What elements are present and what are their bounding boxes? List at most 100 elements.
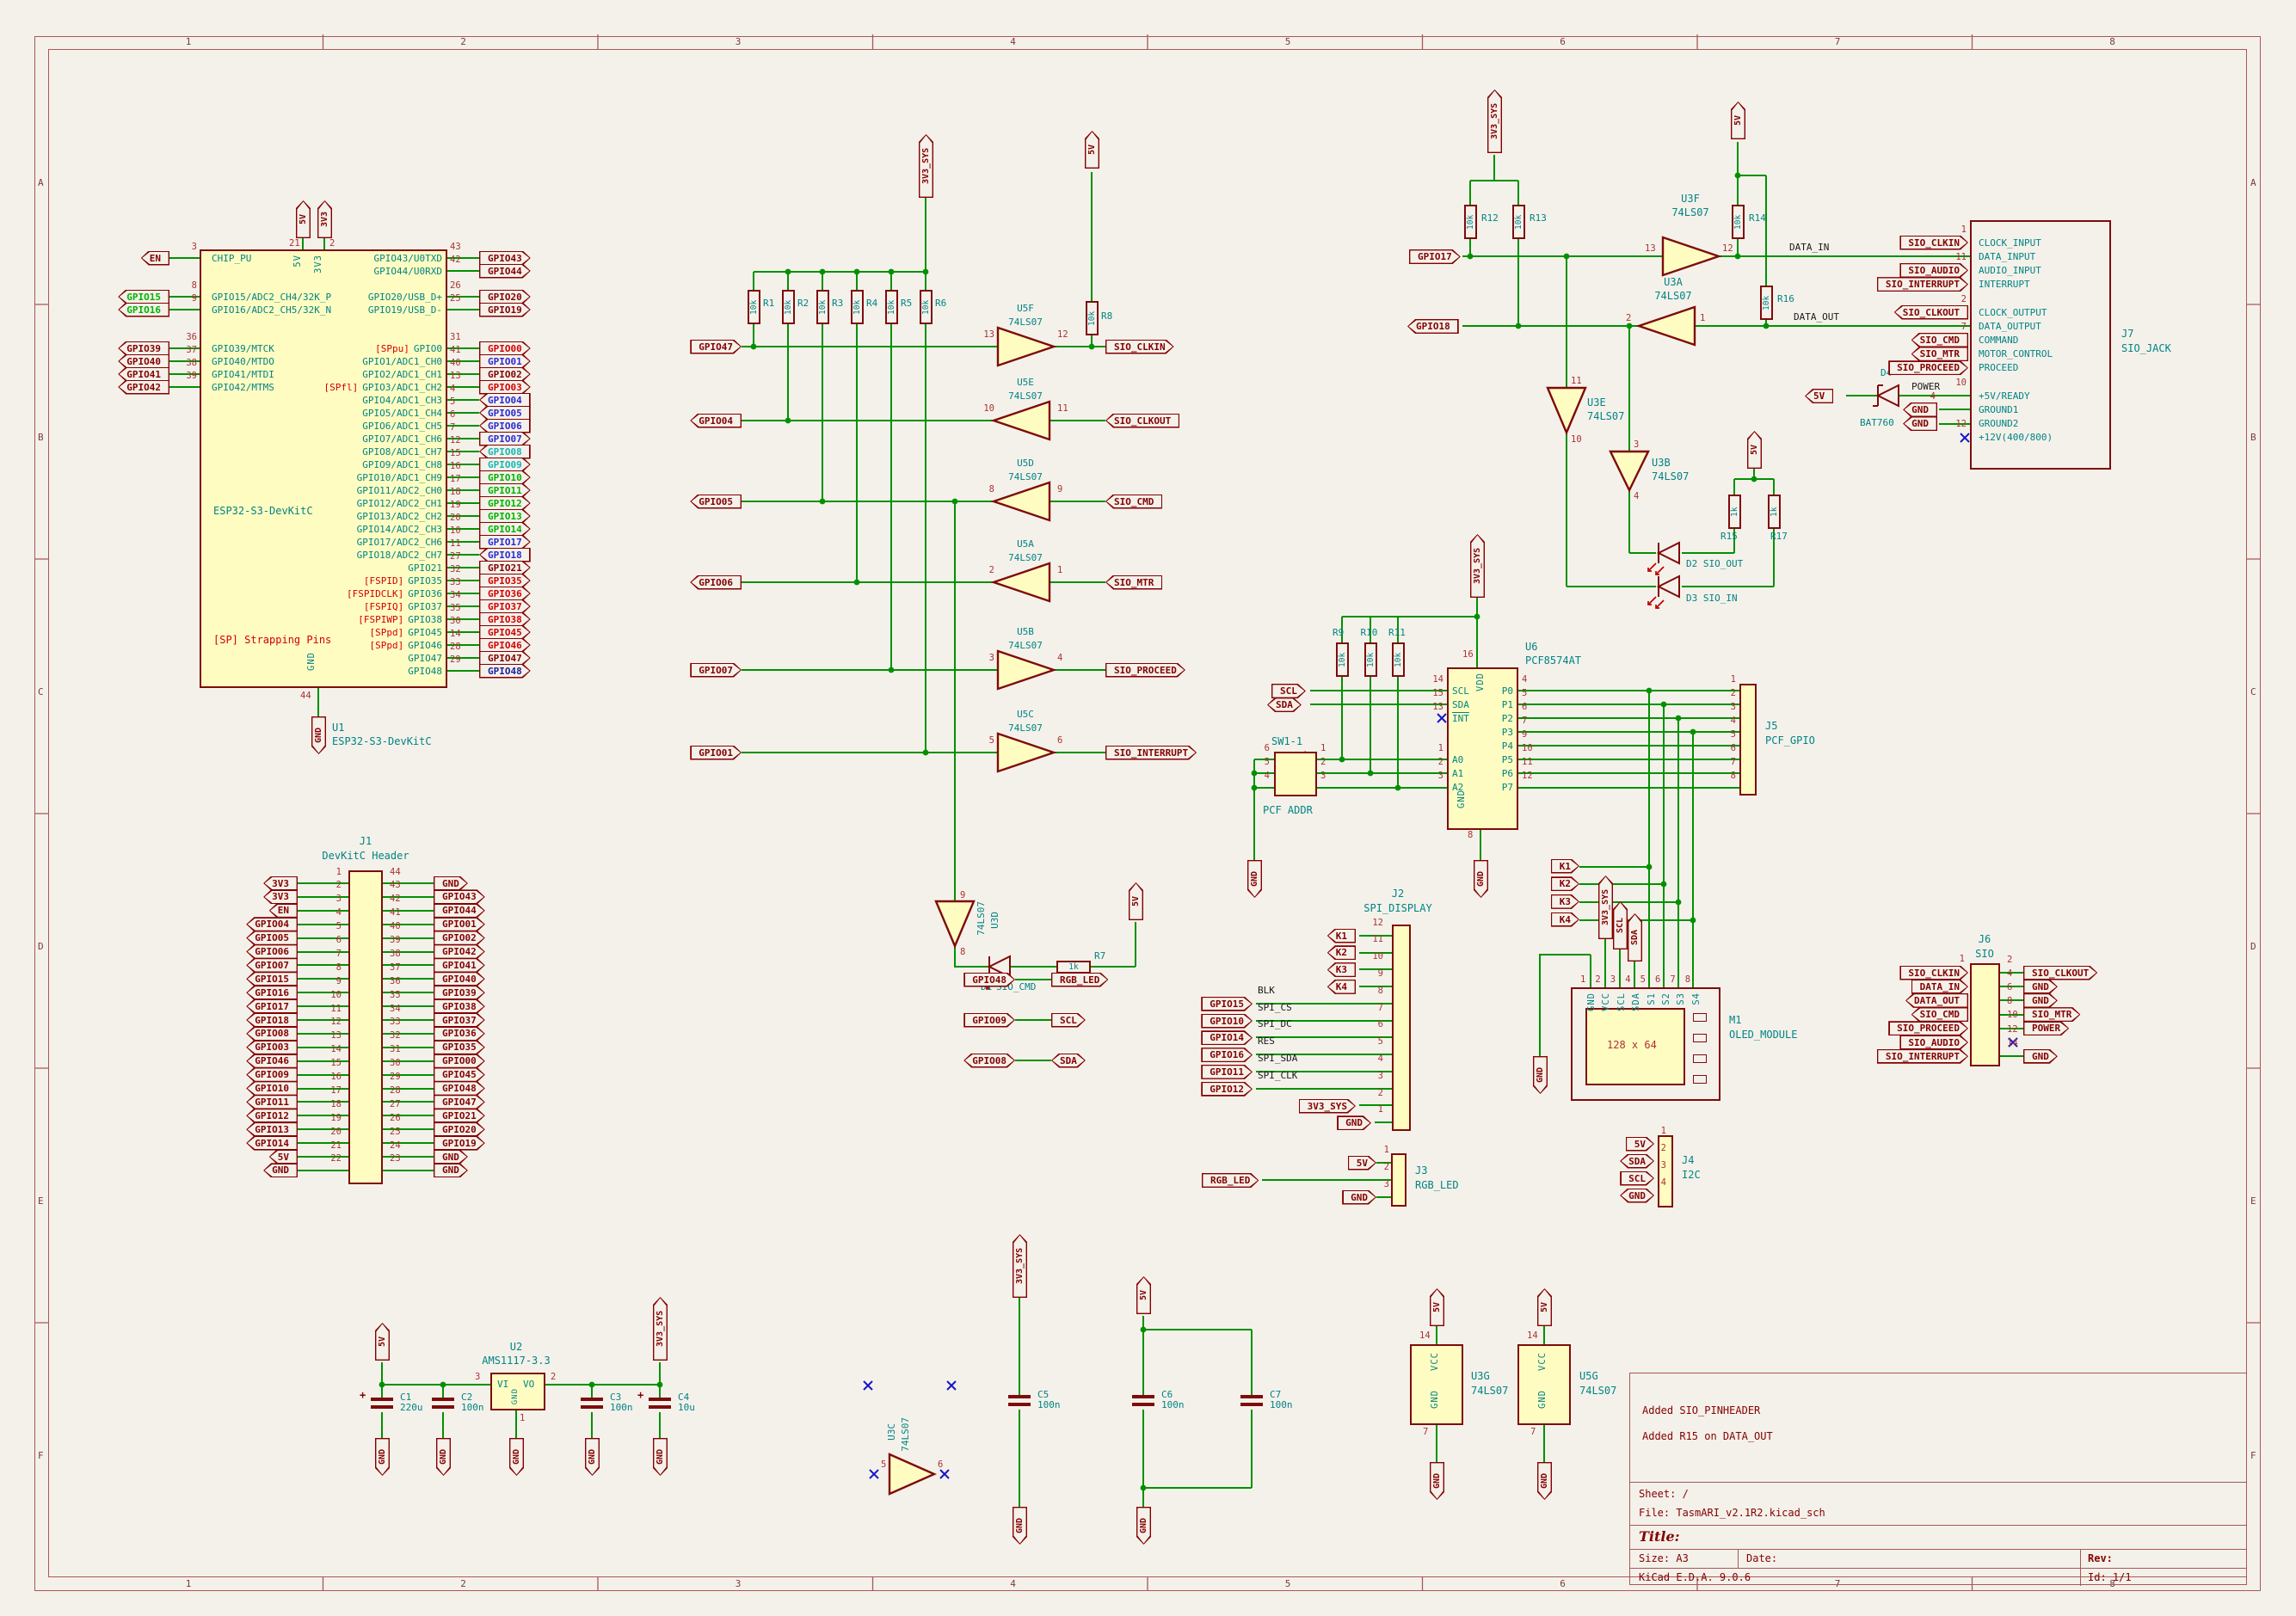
d3-label: D3 SIO_IN (1686, 593, 1738, 604)
resistor-ref: R1 (763, 298, 775, 309)
frame-col-label: 2 (460, 36, 466, 47)
pin-name: GROUND2 (1979, 418, 2019, 430)
j7-pin-row: 3 (1772, 238, 1968, 263)
net-label: GPIO36 (479, 587, 531, 601)
j2-pin-row: GPIO16 RES 5 (1204, 1036, 1388, 1061)
pin-number: 14 (2007, 1037, 2018, 1048)
buffer-stage: GPIO05 U5D 74LS07 8 9 SIO_CMD (0, 458, 2296, 509)
u3c-ref: U3C (886, 1423, 897, 1441)
net-label: GPIO06 (690, 575, 742, 590)
pin-number: 41 (390, 907, 401, 919)
pin-name: [SPpd]GPIO46 (369, 639, 443, 651)
net-label: EN (268, 903, 298, 919)
pin-number: 4 (1660, 1177, 1666, 1188)
m1-pin: 7 S3 (1670, 975, 1688, 1005)
net-label: GND (263, 1163, 298, 1178)
pin-name: GND (1586, 992, 1597, 1011)
frame-col-label: 1 (185, 1578, 192, 1589)
net-label: K3 (1327, 962, 1356, 978)
pin-row: 4 (1518, 674, 1553, 697)
pin-number: 15 (450, 447, 461, 458)
net-label: GPIO46 (479, 638, 531, 653)
buffer-triangles (888, 236, 1722, 1496)
pin-name: GPIO4/ADC1_CH3 (362, 394, 442, 406)
m1-screen-text: 128 x 64 (1607, 1039, 1657, 1051)
gnd-flag: GND (509, 1438, 524, 1476)
buffer-stage: GPIO07 U5B 74LS07 3 4 SIO_PROCEED (0, 626, 2296, 677)
j2-pin-row: K2 11 (1204, 935, 1388, 961)
j1-pin-row: 38 GPIO41 (383, 949, 512, 972)
buffer-value: 74LS07 (1008, 470, 1043, 482)
u3a-value: 74LS07 (1654, 290, 1692, 302)
pin-number: 13 (330, 1030, 342, 1041)
net-label: GPIO17 (479, 535, 531, 550)
frame-col-label: 7 (1834, 1578, 1841, 1589)
pin-row: 3 (1411, 771, 1447, 794)
j4-value: I2C (1682, 1169, 1701, 1181)
j1-pin-row: GPIO46 14 (225, 1045, 348, 1069)
pin-name: GPIO40/MTDO (212, 355, 274, 367)
j5-connector-body (1739, 684, 1757, 796)
net-label: K1 (1327, 928, 1356, 943)
net-label: GPIO21 (479, 561, 531, 575)
pin-number: 14 (1527, 1330, 1538, 1341)
buffer-value: 74LS07 (1008, 551, 1043, 563)
pin-number: 33 (390, 1017, 401, 1028)
pin-number: 6 (2007, 981, 2013, 992)
pin-number: 10 (1955, 377, 1967, 388)
j1-pin-row: 23 GND (383, 1154, 512, 1177)
resistor-ref: R11 (1388, 627, 1406, 638)
wire-name: SPI_DC (1258, 1018, 1292, 1030)
pin-number: 4 (1057, 652, 1063, 663)
power-flag-5v: 5V (296, 200, 311, 238)
frame-col-label: 1 (185, 36, 192, 47)
c7-body (1240, 1395, 1263, 1406)
net-label: 3V3 (263, 889, 298, 905)
pin-number: 31 (390, 1044, 401, 1055)
frame-col-label: 6 (1560, 36, 1566, 47)
j3-pin-row: 2 (1325, 1162, 1391, 1187)
net-label: GND (1337, 1115, 1371, 1130)
frame-col-label: 8 (2109, 36, 2115, 47)
power-flag-5v: 5V (1731, 101, 1745, 139)
j4-pin-row: SCL 3 (1587, 1160, 1666, 1186)
net-label: GPIO38 (479, 612, 531, 627)
pin-number: 26 (390, 1112, 401, 1123)
net-label: SDA (1051, 1054, 1086, 1068)
pin-number: 7 (1522, 715, 1528, 726)
pin-number: 30 (390, 1058, 401, 1069)
j7-pin-row: 5 (1772, 308, 1968, 333)
u1-right-pin-row: 33 GPIO36 (447, 577, 594, 601)
net-label: GPIO47 (690, 340, 742, 354)
pin-number: 7 (1961, 321, 1967, 332)
net-label: SIO_MTR (1911, 347, 1968, 362)
net-label: GPIO21 (434, 1109, 485, 1123)
net-label-row: SDA (1051, 1054, 1154, 1067)
j2-pin-row: GND 1 (1204, 1105, 1388, 1130)
pin-number: 34 (450, 589, 461, 600)
net-flag-scl: SCL (1613, 901, 1628, 949)
pin-number: 8 (1730, 771, 1736, 782)
power-flag-5v: 5V (1747, 431, 1762, 469)
pin-number: 12 (1522, 771, 1533, 782)
j2-pin-row: GPIO11 SPI_SDA 4 (1204, 1053, 1388, 1078)
net-label: GPIO00 (434, 1054, 485, 1068)
tb-id: Id: 1/1 (2088, 1571, 2132, 1583)
r14-body: 10k (1732, 205, 1745, 239)
pin-number: 37 (186, 344, 197, 355)
pin-number: 16 (1462, 649, 1474, 660)
pin-number: 27 (390, 1098, 401, 1109)
pin-number: 3 (1610, 974, 1616, 985)
buffer-stage: GPIO47 U5F 74LS07 13 12 SIO_CLKIN (0, 303, 2296, 354)
pin-name: GPIO6/ADC1_CH5 (362, 420, 442, 432)
pin-number: 8 (1468, 830, 1474, 840)
net-label: GND (1342, 1190, 1376, 1205)
power-flag-3v3: 3V3 (317, 200, 332, 238)
d2-label: D2 SIO_OUT (1686, 558, 1744, 569)
net-label: GPIO42 (118, 379, 169, 395)
resistor-ref: R10 (1360, 627, 1378, 638)
net-label: GPIO44 (434, 903, 485, 918)
j1-pin-row: 43 GPIO43 (383, 881, 512, 903)
pin-number: 19 (450, 499, 461, 510)
net-label: SCL (1620, 1171, 1654, 1186)
